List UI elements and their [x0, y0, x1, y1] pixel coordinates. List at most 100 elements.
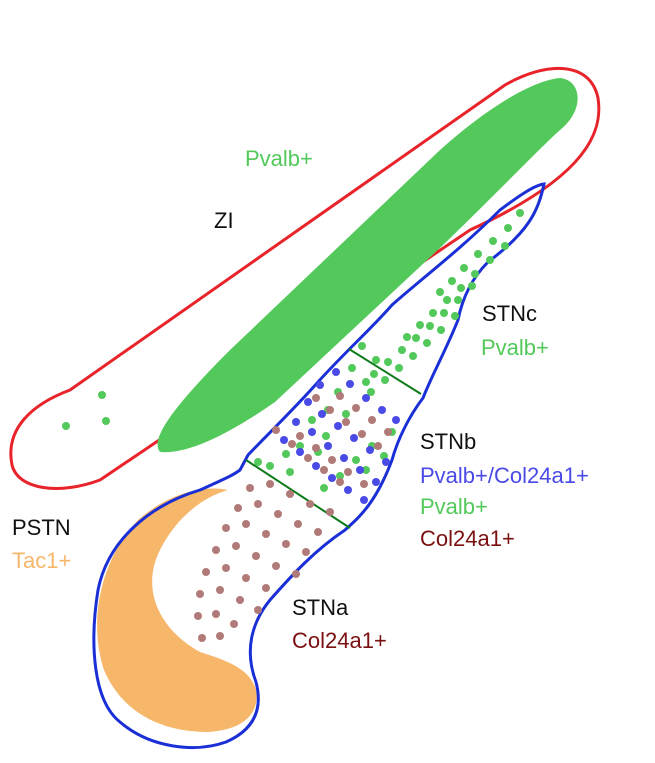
pvalb-dot [308, 416, 316, 424]
col24a1-dot [266, 480, 274, 488]
pvalb-dot [266, 462, 274, 470]
col24a1-dot [262, 530, 270, 538]
col24a1-dot [216, 586, 224, 594]
pvalb-dot [451, 312, 459, 320]
pvalb-col24a1-dot [346, 380, 354, 388]
zi-pvalb-region [157, 78, 578, 453]
col24a1-dot [222, 524, 230, 532]
zi-pvalb-dot [102, 417, 110, 425]
col24a1-dot [252, 552, 260, 560]
pvalb-dot [474, 250, 482, 258]
pvalb-dot [322, 432, 330, 440]
pvalb-dot [372, 356, 380, 364]
pvalb-col24a1-dot [280, 436, 288, 444]
col24a1-dot [282, 540, 290, 548]
pvalb-col24a1-dot [360, 496, 368, 504]
pvalb-dot [336, 472, 344, 480]
pvalb-col24a1-dot [332, 368, 340, 376]
pvalb-dot [440, 309, 448, 317]
col24a1-dot [194, 612, 202, 620]
col24a1-dot [202, 568, 210, 576]
stnb-marker-pvalb-col24a1: Pvalb+/Col24a1+ [420, 463, 589, 488]
pvalb-dot [381, 376, 389, 384]
pvalb-dot [443, 296, 451, 304]
pvalb-dot [516, 209, 524, 217]
pvalb-dot [342, 410, 350, 418]
pvalb-dot [358, 342, 366, 350]
pvalb-dot [395, 364, 403, 372]
pvalb-dot [457, 284, 465, 292]
pvalb-col24a1-dot [344, 486, 352, 494]
col24a1-dot [328, 456, 336, 464]
pvalb-dot [471, 270, 479, 278]
col24a1-dot [292, 570, 300, 578]
col24a1-dot [304, 454, 312, 462]
col24a1-dot [312, 444, 320, 452]
col24a1-dot [216, 632, 224, 640]
pvalb-col24a1-dots [280, 368, 400, 504]
pvalb-dot [486, 256, 494, 264]
col24a1-dot [288, 440, 296, 448]
col24a1-dot [306, 500, 314, 508]
pvalb-dot [352, 456, 360, 464]
stn-outline [92, 182, 546, 749]
divider-stnb-stna [245, 459, 351, 529]
col24a1-dot [242, 520, 250, 528]
pvalb-dot [367, 388, 375, 396]
col24a1-dot [230, 620, 238, 628]
col24a1-dot [336, 478, 344, 486]
pvalb-dot [423, 339, 431, 347]
pvalb-dot [429, 309, 437, 317]
pvalb-dot [501, 242, 509, 250]
col24a1-dot [272, 562, 280, 570]
pvalb-dot [296, 442, 304, 450]
pvalb-col24a1-dot [318, 410, 326, 418]
pvalb-col24a1-dot [392, 416, 400, 424]
col24a1-dot [286, 490, 294, 498]
pvalb-col24a1-dot [356, 466, 364, 474]
zi-label: ZI [214, 208, 234, 233]
col24a1-dot [262, 584, 270, 592]
pvalb-dot [468, 282, 476, 290]
col24a1-dot [232, 542, 240, 550]
col24a1-dot [212, 610, 220, 618]
col24a1-dot [342, 418, 350, 426]
pvalb-dot [384, 358, 392, 366]
pvalb-dots [254, 209, 524, 492]
pvalb-col24a1-dot [378, 406, 386, 414]
col24a1-dot [326, 406, 334, 414]
pvalb-dot [416, 321, 424, 329]
col24a1-dot [312, 394, 320, 402]
col24a1-dot [320, 466, 328, 474]
pvalb-dot [454, 296, 462, 304]
pvalb-dot [448, 277, 456, 285]
pvalb-dot [320, 484, 328, 492]
pvalb-dot [362, 466, 370, 474]
col24a1-dot [236, 596, 244, 604]
pstn-marker-label: Tac1+ [12, 548, 71, 573]
pvalb-dot [504, 224, 512, 232]
zi-marker-label: Pvalb+ [245, 146, 313, 171]
pvalb-col24a1-dot [308, 428, 316, 436]
pvalb-dot [348, 364, 356, 372]
col24a1-dot [254, 500, 262, 508]
col24a1-dot [274, 510, 282, 518]
stnc-label: STNc [482, 301, 537, 326]
pvalb-dot [436, 288, 444, 296]
col24a1-dot [302, 548, 310, 556]
pvalb-dot [437, 326, 445, 334]
zi-pvalb-dot [62, 422, 70, 430]
col24a1-dot [314, 528, 322, 536]
col24a1-dot [360, 480, 368, 488]
col24a1-dot [234, 504, 242, 512]
pvalb-col24a1-dot [324, 442, 332, 450]
pvalb-dot [460, 264, 468, 272]
stnb-label: STNb [420, 429, 476, 454]
stna-label: STNa [292, 595, 349, 620]
col24a1-dot [222, 564, 230, 572]
stnc-marker-label: Pvalb+ [481, 335, 549, 360]
pvalb-col24a1-dot [312, 462, 320, 470]
col24a1-dot [368, 416, 376, 424]
pvalb-col24a1-dot [350, 434, 358, 442]
pvalb-col24a1-dot [292, 418, 300, 426]
